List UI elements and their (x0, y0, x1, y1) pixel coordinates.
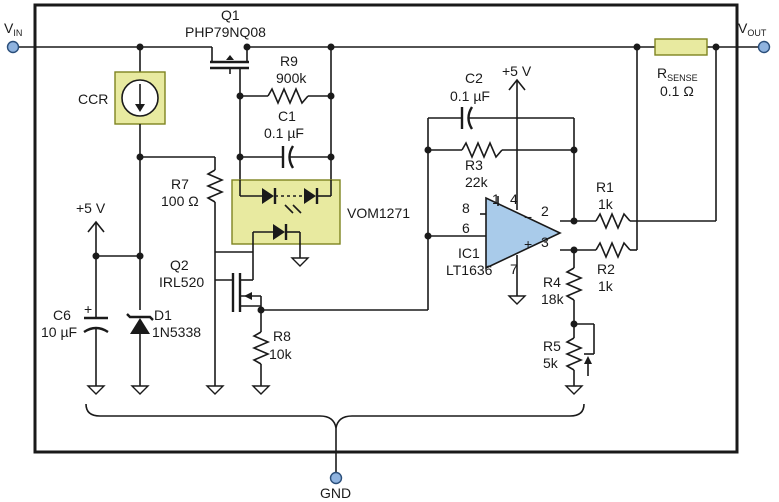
svg-text:R8: R8 (273, 328, 291, 344)
svg-text:100 Ω: 100 Ω (161, 193, 199, 209)
svg-text:VOUT: VOUT (738, 20, 767, 38)
r9-resistor: R9 900k (240, 53, 331, 106)
r5-potentiometer: R5 5k (543, 323, 595, 386)
enclosure-box (33, 3, 739, 454)
r8-resistor: R8 10k (251, 310, 293, 386)
ground-brace (85, 403, 585, 429)
svg-text:IC1: IC1 (458, 245, 480, 261)
r4-resistor: R4 18k (541, 250, 584, 324)
svg-text:1: 1 (492, 191, 500, 207)
svg-text:R2: R2 (597, 261, 615, 277)
svg-text:C1: C1 (278, 108, 296, 124)
svg-text:7: 7 (510, 261, 518, 277)
svg-text:+5 V: +5 V (76, 200, 106, 216)
svg-text:R7: R7 (171, 176, 189, 192)
svg-text:3: 3 (541, 234, 549, 250)
svg-text:1k: 1k (598, 278, 614, 294)
svg-text:10k: 10k (269, 346, 293, 362)
r2-resistor: R2 1k (560, 47, 638, 294)
r3-ref: R3 (465, 157, 483, 173)
svg-text:D1: D1 (154, 307, 172, 323)
svg-text:1N5338: 1N5338 (152, 324, 201, 340)
c2-value: 0.1 µF (450, 88, 490, 104)
d1-zener: D1 1N5338 (126, 307, 201, 386)
svg-text:18k: 18k (541, 291, 565, 307)
supply-right: +5 V (502, 63, 532, 210)
r3-value: 22k (465, 174, 489, 190)
svg-text:5k: 5k (543, 355, 559, 371)
vin-terminal[interactable]: VIN (4, 20, 22, 54)
svg-text:+: + (524, 236, 532, 252)
ccr-current-regulator: CCR (78, 47, 166, 157)
svg-text:R1: R1 (596, 179, 614, 195)
svg-text:0.1 µF: 0.1 µF (264, 125, 304, 141)
svg-text:IRL520: IRL520 (159, 274, 204, 290)
vom1271-isolator: VOM1271 (231, 179, 410, 267)
svg-text:−: − (524, 209, 532, 225)
svg-text:RSENSE: RSENSE (657, 65, 698, 83)
svg-text:Q1: Q1 (221, 7, 240, 23)
svg-text:4: 4 (510, 191, 518, 207)
q1-mosfet: Q1 PHP79NQ08 (185, 7, 266, 96)
svg-text:VOM1271: VOM1271 (347, 205, 410, 221)
c6-capacitor: + C6 10 µF (41, 301, 109, 386)
svg-text:C6: C6 (53, 307, 71, 323)
svg-text:R4: R4 (543, 274, 561, 290)
ic1-opamp: 1 4 2 3 8 6 7 − + IC1 LT1636 (428, 191, 562, 305)
svg-text:R9: R9 (280, 53, 298, 69)
svg-text:R5: R5 (543, 338, 561, 354)
svg-text:GND: GND (320, 485, 351, 501)
svg-text:LT1636: LT1636 (446, 262, 493, 278)
svg-text:Q2: Q2 (170, 257, 189, 273)
c1-capacitor: C1 0.1 µF (240, 108, 331, 169)
junction-dots (92, 43, 720, 328)
svg-text:8: 8 (462, 200, 470, 216)
gnd-terminal[interactable]: GND (320, 471, 351, 502)
vout-terminal[interactable]: VOUT (738, 20, 771, 54)
ground-symbols (86, 385, 584, 395)
svg-text:1k: 1k (598, 196, 614, 212)
svg-text:+5 V: +5 V (502, 63, 532, 79)
supply-left: +5 V (76, 200, 140, 318)
svg-text:CCR: CCR (78, 91, 108, 107)
r1-resistor: R1 1k (560, 47, 717, 231)
svg-text:2: 2 (541, 203, 549, 219)
svg-text:900k: 900k (276, 70, 307, 86)
q2-mosfet: Q2 IRL520 (159, 252, 262, 386)
rsense-resistor: RSENSE 0.1 Ω (654, 38, 708, 99)
svg-text:PHP79NQ08: PHP79NQ08 (185, 24, 266, 40)
svg-text:10 µF: 10 µF (41, 324, 77, 340)
svg-text:0.1 Ω: 0.1 Ω (660, 83, 694, 99)
svg-text:+: + (84, 301, 92, 317)
svg-text:6: 6 (462, 220, 470, 236)
r7-resistor: R7 100 Ω (161, 157, 225, 252)
svg-text:VIN: VIN (4, 20, 22, 38)
c2-ref: C2 (465, 70, 483, 86)
